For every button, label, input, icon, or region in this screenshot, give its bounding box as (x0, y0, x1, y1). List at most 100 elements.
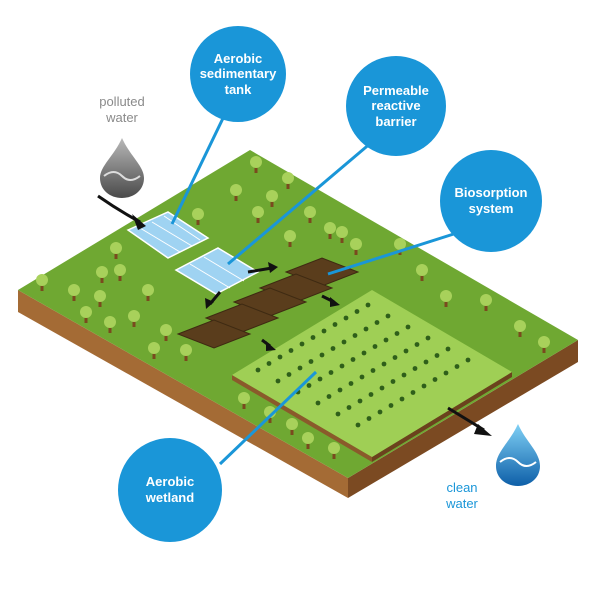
aerobic-tank-bubble: Aerobic sedimentary tank (190, 26, 286, 122)
wetland-plant (403, 348, 409, 354)
tree-icon (180, 344, 192, 361)
wetland-plant (401, 372, 407, 378)
tree-icon (252, 206, 264, 223)
aerobic-tank-label: Aerobic sedimentary tank (199, 50, 277, 97)
wetland-plant (454, 364, 460, 369)
wetland-plant (339, 363, 345, 369)
tree-icon (96, 266, 108, 283)
clean-drop-wave (499, 457, 537, 467)
prb-bubble: Permeable reactive barrier (346, 56, 446, 156)
tree-icon (304, 206, 316, 223)
tree-icon (266, 190, 278, 207)
wetland-plant (366, 416, 372, 421)
wetland-plant (392, 355, 398, 360)
polluted-drop-wave (103, 171, 141, 181)
wetland-plant (255, 367, 261, 373)
wetland-plant (385, 313, 391, 319)
tank-rib (139, 227, 181, 253)
tree-icon (128, 310, 140, 327)
wetland-plant (337, 387, 343, 393)
leader-prb (227, 140, 373, 266)
polluted-water-caption: polluted water (99, 94, 145, 125)
wetland-plant (388, 403, 394, 408)
tank-rib (163, 215, 201, 241)
wetland-plant (423, 359, 429, 365)
wetland-plant (374, 320, 380, 325)
wetland-plant (266, 361, 272, 366)
barrier-rib (203, 256, 245, 282)
aerobic-wetland (232, 290, 512, 462)
tree-icon (286, 418, 298, 435)
polluted-water-drop (100, 138, 144, 198)
wetland-plant (421, 383, 427, 389)
tree-icon (324, 222, 336, 239)
wetland-plant (425, 335, 431, 341)
wetland-plant (310, 335, 316, 340)
tree-icon (192, 208, 204, 225)
tree-icon (514, 320, 526, 337)
tree-icon (230, 184, 242, 201)
wetland-plant (306, 383, 312, 388)
wetland-plant (317, 376, 323, 382)
leader-wetland (218, 370, 318, 466)
wetland-plant (286, 372, 292, 377)
wetland-plant (346, 405, 352, 410)
wetland-plant (434, 353, 440, 358)
wetland-plant (308, 359, 314, 364)
clean-water-drop (496, 424, 540, 486)
tree-icon (238, 392, 250, 409)
wetland-plant (359, 374, 365, 380)
tree-icon (538, 336, 550, 353)
tree-icon (250, 156, 262, 173)
wetland-plant (405, 324, 411, 330)
tree-icon (110, 242, 122, 259)
tree-icon (68, 284, 80, 301)
soil-right-face (348, 340, 578, 498)
wetland-plant (277, 354, 283, 360)
biosorption-beds (176, 257, 360, 349)
tree-icon (36, 274, 48, 291)
wetland-plant (365, 302, 371, 308)
wetland-plant (275, 378, 281, 384)
wetland-plant (432, 377, 438, 382)
wetland-surface (232, 290, 512, 457)
tree-icon (282, 172, 294, 189)
aerobic-sedimentary-tank (126, 211, 210, 259)
tree-icon (440, 290, 452, 307)
tree-icon (284, 230, 296, 247)
wetland-plant (394, 331, 400, 336)
prb-label: Permeable reactive barrier (363, 82, 429, 129)
wetland-plant (355, 422, 361, 428)
leader-lines (170, 111, 461, 466)
wetland-plant (361, 350, 367, 356)
wetland-plant (372, 344, 378, 349)
tree-icon (302, 432, 314, 449)
wetland-plant (319, 352, 325, 358)
wetland-plant (326, 394, 332, 399)
tank-rib (151, 221, 193, 247)
wetland-plant (445, 346, 451, 352)
wetland-plant (363, 326, 369, 332)
wetland-plant (343, 315, 349, 321)
biosorption-label: Biosorption system (454, 185, 528, 216)
wetland-plant (414, 342, 420, 347)
trees (36, 156, 550, 459)
flow-arrow-head (330, 297, 340, 307)
wetland-plant (412, 366, 418, 371)
wetland-plant (352, 333, 358, 338)
wetland-plant (335, 411, 341, 417)
tank-body (126, 211, 210, 259)
wetland-plant (383, 337, 389, 343)
wetland-plant (315, 400, 321, 406)
permeable-reactive-barrier (174, 247, 260, 295)
wetland-bubble: Aerobic wetland (118, 438, 222, 542)
outflow-arrow-head (474, 424, 492, 436)
tree-icon (416, 264, 428, 281)
clean-drop-icon (496, 424, 540, 486)
flow-arrows (97, 194, 492, 436)
barrier-rib (189, 263, 231, 289)
flow-arrow-head (266, 341, 276, 351)
tree-icon (104, 316, 116, 333)
wetland-plant (381, 361, 387, 367)
tree-icon (94, 290, 106, 307)
